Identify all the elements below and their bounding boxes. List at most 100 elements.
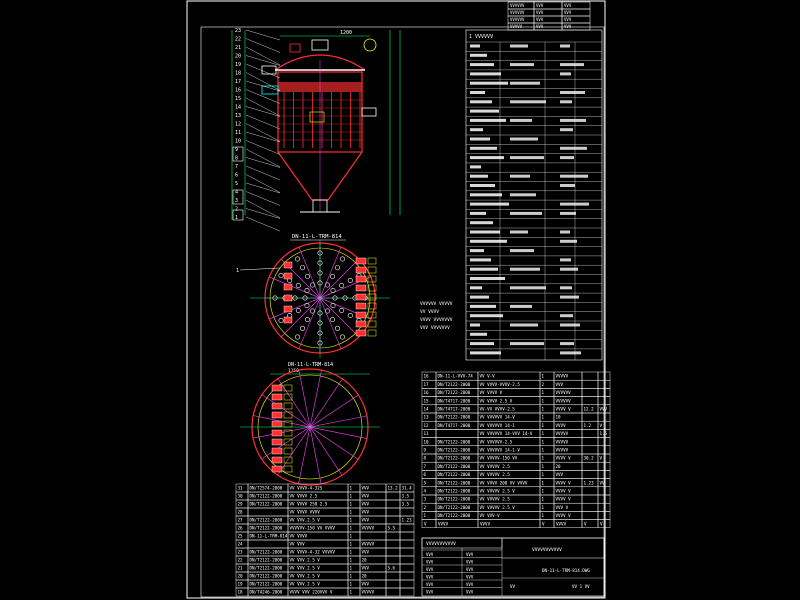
bom-cell: 1 (350, 550, 353, 555)
bom-cell: DN/T2122-2000 (438, 382, 471, 387)
bom-cell: 20 (238, 574, 244, 579)
section-label-1: DN-11-L-TRM-814 (292, 234, 342, 240)
bom-cell: VVV (362, 518, 370, 523)
callout-leader (245, 106, 281, 117)
bom-cell: 1.5 (600, 431, 608, 436)
bom-header-cell: VVVV (556, 522, 567, 527)
drawing-number: DN-11-L-TRM-814.DWG (542, 568, 590, 573)
callout-20: 20 (235, 54, 241, 60)
bom-cell: VV (600, 480, 606, 485)
bom-header-cell: V (600, 522, 603, 527)
bom-cell: DN/T2122-2000 (438, 497, 471, 502)
bom-cell: 1 (542, 398, 545, 403)
scale: VV (510, 584, 516, 589)
top-block-cell: VVV (564, 24, 572, 29)
bom-cell: VVV (362, 494, 370, 499)
bom-cell: VVVVV (362, 526, 375, 531)
bom-cell: DN/T2122-2000 (438, 464, 471, 469)
bom-cell: VV VVVVVV 14-1-V (480, 448, 521, 453)
bom-cell: 1 (542, 489, 545, 494)
bom-cell: VVVVVV (556, 398, 572, 403)
bom-cell: DN/T2122-2000 (250, 574, 283, 579)
bom-cell: 1 (350, 502, 353, 507)
bom-cell: 22 (238, 558, 244, 563)
bom-header-cell: VVVV (438, 522, 449, 527)
bom-cell: 14 (424, 407, 430, 412)
bom-cell: VV VVVV-4-32S (290, 486, 323, 491)
bom-cell: DN/T2122-2000 (438, 472, 471, 477)
bom-cell: VV VVVV V (480, 390, 503, 395)
bom-cell: 1 (542, 505, 545, 510)
bom-cell: VVVVV (556, 448, 569, 453)
top-block-cell: VVVVVV (510, 17, 525, 22)
title-row-value: VVV (466, 590, 474, 595)
title-row-value: VVV (466, 582, 474, 587)
callout-21: 21 (235, 45, 241, 51)
bom-cell: VVV (362, 566, 370, 571)
bom-cell: 1 (350, 582, 353, 587)
bom-cell: DN/T2122-2000 (250, 494, 283, 499)
bom-cell: 31.4 (402, 486, 413, 491)
bom-cell: DN/T2122-2000 (438, 480, 471, 485)
title-row-value: VVV (466, 567, 474, 572)
bom-cell: VV VVV.2.5 V (290, 558, 321, 563)
bom-cell: VV VVVVV-150 VV (480, 456, 518, 461)
bom-cell: VV V-V (480, 374, 496, 379)
bom-cell: DN/T2122-2000 (250, 550, 283, 555)
bom-cell: VV VVVVV 2.5 (480, 472, 511, 477)
plan-view-2: 1150 (240, 368, 380, 486)
bom-cell: VVVV V (556, 407, 572, 412)
bom-cell: VV VVVVV 2.5 (480, 464, 511, 469)
bom-cell: V (600, 423, 603, 428)
callout-leader (245, 216, 281, 232)
bom-cell: VV VVV (290, 542, 306, 547)
bom-cell: DN/T2122-2000 (438, 513, 471, 518)
section-label-2: DN-11-L-TRM-814 (288, 362, 333, 368)
bom-cell: 1 (542, 480, 545, 485)
note-line-4: VVV VVVVVVV (420, 325, 450, 331)
bom-cell: VV VVV-V (480, 513, 501, 518)
callout-leader (245, 55, 281, 66)
bom-cell: V (600, 456, 603, 461)
bom-cell: DN/T2122-2000 (438, 489, 471, 494)
callout-leader (245, 114, 281, 130)
bom-header-cell: VVVV (480, 522, 491, 527)
bom-cell: 1.23 (584, 480, 595, 485)
bom-cell: DN/T2122-2000 (438, 505, 471, 510)
bom-cell: VVV (362, 510, 370, 515)
bom-cell: VV VVV.2.5 V (290, 574, 321, 579)
bom-cell: 1 (350, 518, 353, 523)
bom-cell: 26 (238, 526, 244, 531)
bom-cell: VVVV V (556, 456, 572, 461)
bom-cell: 1 (542, 472, 545, 477)
bom-cell: VVV (362, 582, 370, 587)
callout-leader (245, 174, 281, 193)
bom-cell: DN/T2574-2000 (250, 486, 283, 491)
callout-leader (245, 157, 281, 168)
top-block-cell: VVV (536, 24, 544, 29)
sheet-number: VV 1 VV (572, 584, 590, 589)
bom-cell: VVVVV (362, 590, 375, 595)
bom-cell: 5.6 (388, 566, 396, 571)
bom-header-cell: V (584, 522, 587, 527)
bom-cell: 29 (238, 502, 244, 507)
bom-cell: 3.5 (402, 494, 410, 499)
bom-cell: 1 (542, 423, 545, 428)
bom-cell: 1 (542, 497, 545, 502)
plan-notes: VVVVVV VVVVV VV VVVV VVVV VVVVVVV VVV VV… (420, 301, 453, 331)
bom-cell: 28 (238, 510, 244, 515)
bom-cell: 20 (362, 558, 368, 563)
bom-cell: 1 (542, 374, 545, 379)
bom-cell: 1 (542, 448, 545, 453)
bom-cell: 1.23 (402, 518, 413, 523)
bom-cell: VV VVV.2.5 V (290, 518, 321, 523)
bom-cell: 7 (424, 464, 427, 469)
bom-cell: 15 (424, 398, 430, 403)
bom-cell: VVV (362, 550, 370, 555)
bom-cell: 3.5 (402, 502, 410, 507)
bom-cell: DN/T2122-2000 (250, 526, 283, 531)
bom-cell: 1 (542, 431, 545, 436)
bom-cell: VVVV VVV 220VVV V (290, 590, 333, 595)
